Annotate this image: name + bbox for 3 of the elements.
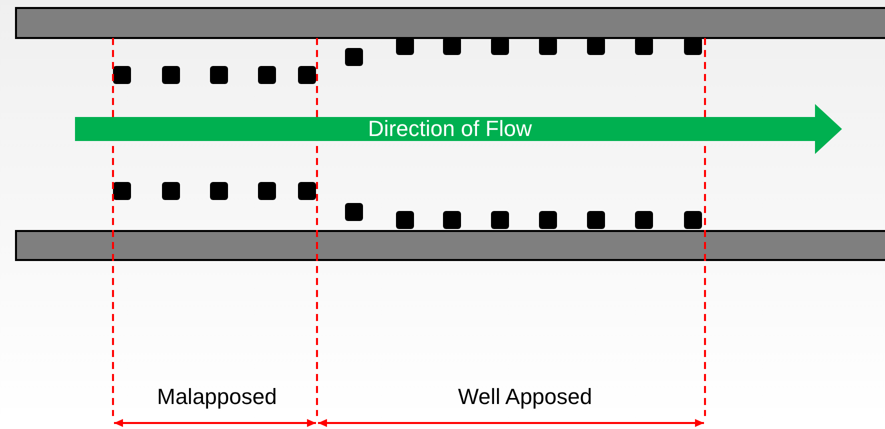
measurement-label: Malapposed xyxy=(157,384,277,410)
flow-label: Direction of Flow xyxy=(368,116,532,142)
measurement-label: Well Apposed xyxy=(458,384,592,410)
